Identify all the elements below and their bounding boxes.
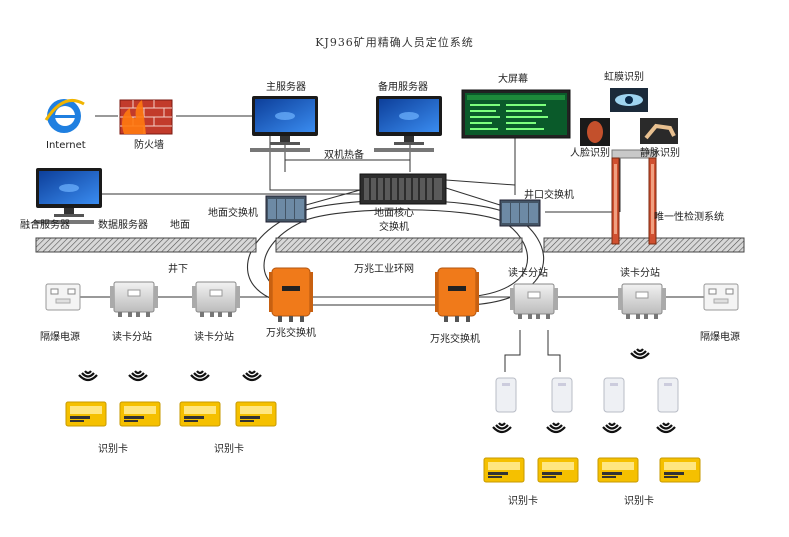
explosion-proof-power-left (45, 283, 81, 311)
data-server-label: 数据服务器 (98, 220, 148, 231)
signal-waves (77, 347, 677, 434)
gigabit-switch-left (268, 267, 314, 323)
ground-core-switch-label-1: 地面核心 (374, 208, 414, 219)
backup-server-monitor-icon (374, 96, 442, 152)
shaft-switch-device (499, 199, 541, 227)
shaft-switch-label: 井口交换机 (524, 190, 574, 201)
iris-label: 虹膜识别 (604, 72, 644, 83)
iris-recognition-icon (610, 88, 648, 112)
page-title: KJ936矿用精确人员定位系统 (315, 36, 474, 49)
main-server-label: 主服务器 (266, 82, 306, 93)
internet-icon (44, 99, 85, 133)
card-station-label-2: 读卡分站 (194, 332, 234, 343)
card-readers (495, 377, 679, 413)
power-label-right: 隔爆电源 (700, 332, 740, 343)
dual-hot-standby-label: 双机热备 (324, 150, 364, 161)
backup-server-label: 备用服务器 (378, 82, 428, 93)
card-station-label-4: 读卡分站 (620, 268, 660, 279)
ground-core-switch-label-2: 交换机 (379, 222, 409, 233)
card-station-label-1: 读卡分站 (112, 332, 152, 343)
ground-label: 地面 (170, 220, 190, 231)
id-card-label-left-2: 识别卡 (214, 444, 244, 455)
id-card-label-right-2: 识别卡 (624, 496, 654, 507)
walkthrough-detector (611, 149, 657, 245)
ground-switch-label: 地面交换机 (208, 208, 258, 219)
gigabit-switch-right (434, 267, 480, 323)
gigabit-switch-label-left: 万兆交换机 (266, 328, 316, 339)
ring-network-label: 万兆工业环网 (354, 264, 414, 275)
internet-label: Internet (46, 140, 86, 151)
ground-switch-device (265, 195, 307, 223)
card-station-4 (617, 283, 667, 320)
fusion-server-label: 融合服务器 (20, 220, 70, 231)
gigabit-switch-label-right: 万兆交换机 (430, 334, 480, 345)
card-station-1 (109, 281, 159, 318)
id-card-label-right-1: 识别卡 (508, 496, 538, 507)
id-cards (65, 401, 701, 483)
ground-surface (35, 237, 745, 253)
card-station-2 (191, 281, 241, 318)
fusion-server-monitor-icon (34, 168, 102, 224)
explosion-proof-power-right (703, 283, 739, 311)
face-label: 人脸识别 (570, 148, 610, 159)
uniqueness-detection-label: 唯一性检测系统 (654, 212, 724, 223)
vein-label: 静脉识别 (640, 148, 680, 159)
card-station-3 (509, 283, 559, 320)
face-recognition-icon (580, 118, 610, 146)
firewall-label: 防火墙 (134, 140, 164, 151)
big-screen-label: 大屏幕 (498, 74, 528, 85)
underground-label: 井下 (168, 264, 188, 275)
card-station-label-3: 读卡分站 (508, 268, 548, 279)
power-label-left: 隔爆电源 (40, 332, 80, 343)
vein-recognition-icon (640, 118, 678, 144)
big-screen-display (461, 89, 571, 139)
core-switch-rack (359, 173, 447, 205)
firewall-icon (119, 99, 173, 135)
id-card-label-left-1: 识别卡 (98, 444, 128, 455)
main-server-monitor-icon (250, 96, 318, 152)
